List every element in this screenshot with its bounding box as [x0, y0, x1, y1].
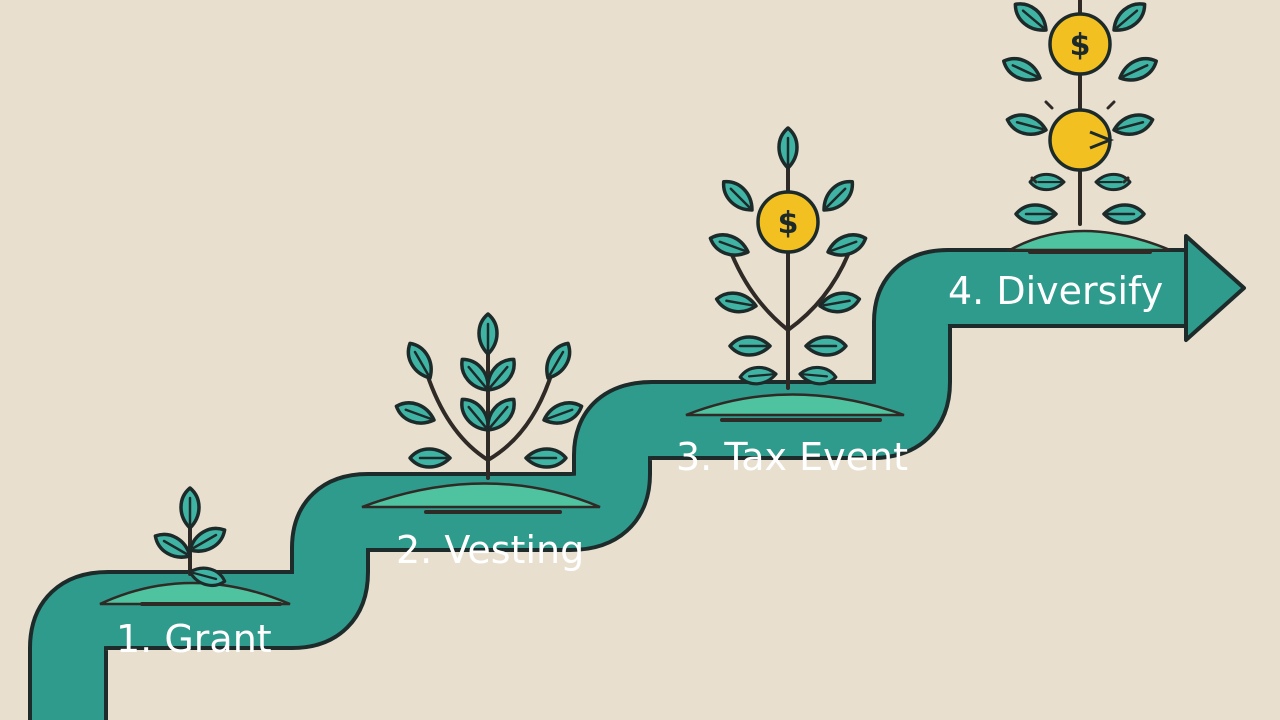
- coin-symbol-top: $: [1070, 28, 1091, 63]
- sapling-icon: [361, 312, 601, 514]
- step-3-label: 3. Tax Event: [676, 435, 908, 479]
- step-1-label: 1. Grant: [116, 617, 272, 661]
- coin-symbol: $: [778, 206, 799, 241]
- money-plant-icon: $: [685, 126, 905, 422]
- sprout-icon: [99, 486, 291, 606]
- step-2-label: 2. Vesting: [396, 528, 584, 572]
- arrow-right-icon: [1184, 234, 1246, 342]
- step-4-label: 4. Diversify: [948, 269, 1163, 313]
- staircase-path: [28, 248, 1200, 720]
- money-tree-icon: $: [998, 0, 1171, 254]
